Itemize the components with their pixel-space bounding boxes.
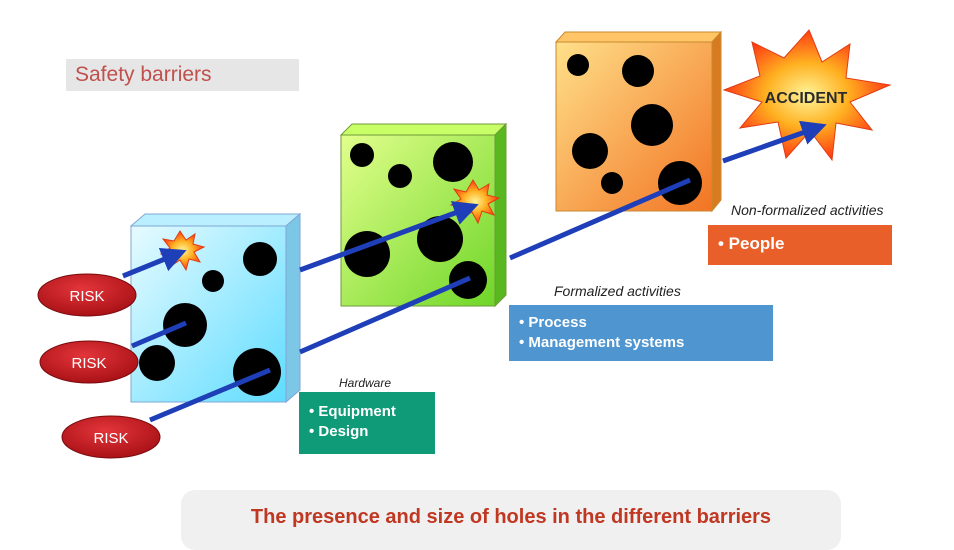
barrier-box-formalized: • Process • Management systems bbox=[509, 305, 773, 361]
hole bbox=[567, 54, 589, 76]
barrier-item: • Equipment bbox=[309, 403, 396, 420]
risk-source-1: RISK bbox=[37, 273, 137, 317]
barrier-hardware bbox=[129, 212, 302, 404]
barrier-caption-non-formalized: Non-formalized activities bbox=[731, 202, 884, 218]
risk-arrow bbox=[149, 367, 271, 423]
hole bbox=[601, 172, 623, 194]
barrier-caption-formalized: Formalized activities bbox=[554, 283, 681, 299]
hole bbox=[139, 345, 175, 381]
hole bbox=[243, 242, 277, 276]
barrier-box-non-formalized: • People bbox=[708, 225, 892, 265]
risk-arrow bbox=[131, 320, 187, 349]
barrier-item: • People bbox=[718, 234, 785, 253]
barrier-box-hardware: • Equipment • Design bbox=[299, 392, 435, 454]
hole bbox=[622, 55, 654, 87]
barrier-item: • Management systems bbox=[519, 334, 685, 351]
risk-source-3: RISK bbox=[61, 415, 161, 459]
hole bbox=[350, 143, 374, 167]
risk-arrow bbox=[299, 275, 471, 355]
barrier-non-formalized bbox=[554, 30, 723, 213]
barrier-item: • Design bbox=[309, 423, 369, 440]
risk-paths bbox=[122, 120, 827, 423]
swiss-cheese-diagram: ACCIDENT RISK RISK RISK Safety barriers … bbox=[37, 29, 892, 550]
barrier-formalized bbox=[339, 122, 508, 308]
barrier-caption-hardware: Hardware bbox=[339, 376, 392, 390]
risk-label: RISK bbox=[93, 430, 128, 447]
hole bbox=[433, 142, 473, 182]
accident-label: ACCIDENT bbox=[765, 90, 848, 107]
risk-label: RISK bbox=[69, 288, 104, 305]
hole bbox=[417, 216, 463, 262]
footer-text: The presence and size of holes in the di… bbox=[250, 506, 772, 528]
risk-source-2: RISK bbox=[39, 340, 139, 384]
risk-arrow bbox=[299, 201, 479, 273]
risk-arrow bbox=[722, 120, 827, 164]
risk-label: RISK bbox=[71, 355, 106, 372]
accident-burst: ACCIDENT bbox=[722, 29, 892, 162]
hole bbox=[202, 270, 224, 292]
risk-arrow bbox=[509, 177, 691, 261]
page-title: Safety barriers bbox=[66, 59, 299, 91]
risk-arrow bbox=[122, 247, 187, 279]
hole bbox=[233, 348, 281, 396]
hole bbox=[388, 164, 412, 188]
barrier-item: • Process bbox=[519, 314, 587, 331]
diagram-canvas: ACCIDENT RISK RISK RISK bbox=[37, 29, 892, 459]
hole bbox=[572, 133, 608, 169]
hole bbox=[631, 104, 673, 146]
